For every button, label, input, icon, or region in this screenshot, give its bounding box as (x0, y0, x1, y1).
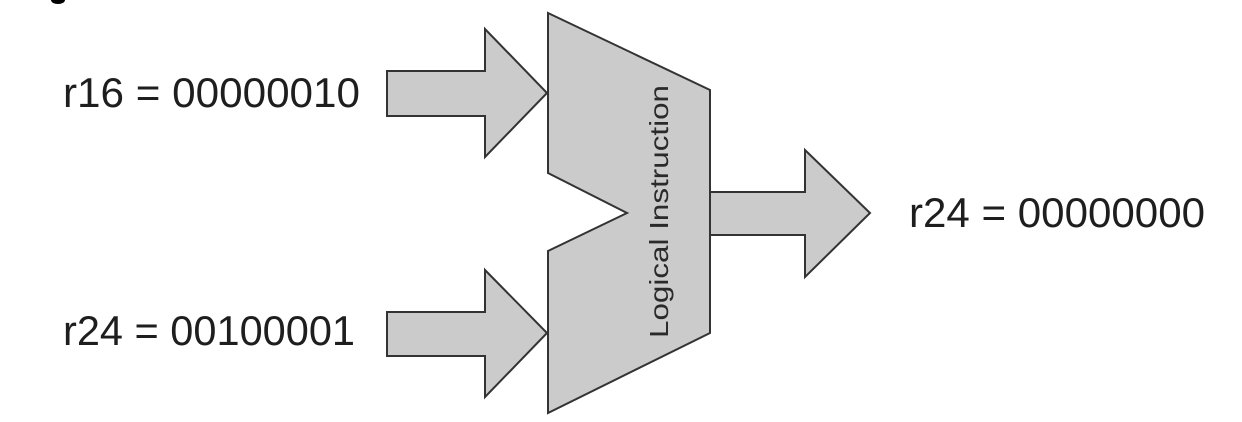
output-arrow (707, 147, 872, 280)
logical-unit-block (547, 11, 711, 415)
input-r24-label: r24 = 00100001 (63, 307, 355, 354)
input-r16-label: r16 = 00000010 (63, 69, 360, 116)
output-r24-label: r24 = 00000000 (909, 189, 1205, 236)
caption-fragment (51, 0, 65, 4)
input-arrow-top (386, 26, 549, 160)
input-arrow-bottom (386, 267, 549, 400)
logical-unit-label: Logical Instruction (644, 85, 674, 338)
